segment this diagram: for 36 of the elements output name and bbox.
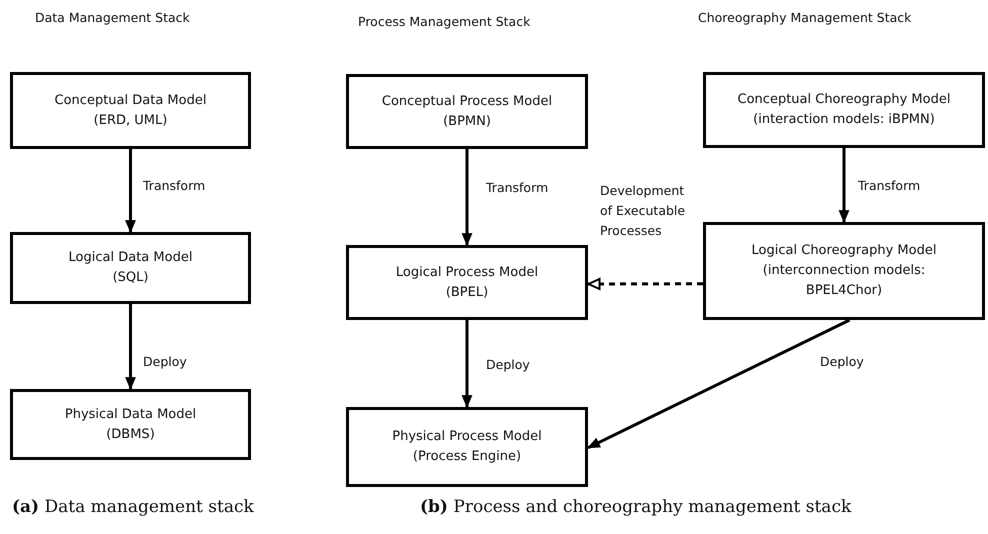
model-text: (interconnection models: BPEL4Chor) — [762, 262, 926, 300]
model-box — [346, 407, 588, 487]
model-box — [10, 389, 251, 460]
arrow — [838, 148, 850, 224]
figure-caption: (b) Process and choreography management stack — [420, 497, 852, 517]
arrow — [125, 304, 136, 390]
arrow — [587, 318, 850, 450]
model-text: (ERD, UML) — [94, 112, 168, 130]
model-text: Conceptual Data Model — [54, 92, 206, 110]
model-text: Logical Choreography Model — [752, 242, 936, 260]
model-box — [346, 245, 588, 320]
model-text: (Process Engine) — [412, 448, 522, 466]
arrow — [588, 278, 703, 290]
model-text: Logical Process Model — [396, 264, 538, 282]
model-text: (DBMS) — [106, 426, 155, 444]
figure-caption: (a) Data management stack — [12, 497, 254, 517]
stack-title: Choreography Management Stack — [698, 10, 912, 25]
model-text: Conceptual Choreography Model — [738, 91, 950, 109]
arrow — [125, 149, 136, 234]
model-box — [703, 222, 985, 320]
model-text: (BPMN) — [443, 112, 491, 130]
model-text: Physical Process Model — [392, 428, 542, 446]
model-text: Conceptual Process Model — [382, 92, 552, 110]
arrow — [462, 320, 472, 408]
arrow — [462, 149, 472, 246]
model-text: (BPEL) — [446, 284, 488, 302]
model-box — [10, 232, 251, 304]
model-box — [703, 72, 985, 148]
stack-title: Data Management Stack — [35, 10, 190, 25]
model-box — [346, 74, 588, 149]
model-text: Physical Data Model — [64, 406, 196, 424]
model-text: Logical Data Model — [68, 249, 192, 267]
stack-title: Process Management Stack — [358, 14, 530, 29]
model-text: (SQL) — [112, 269, 148, 287]
model-text: (interaction models: iBPMN) — [753, 111, 935, 129]
model-box — [10, 72, 251, 149]
